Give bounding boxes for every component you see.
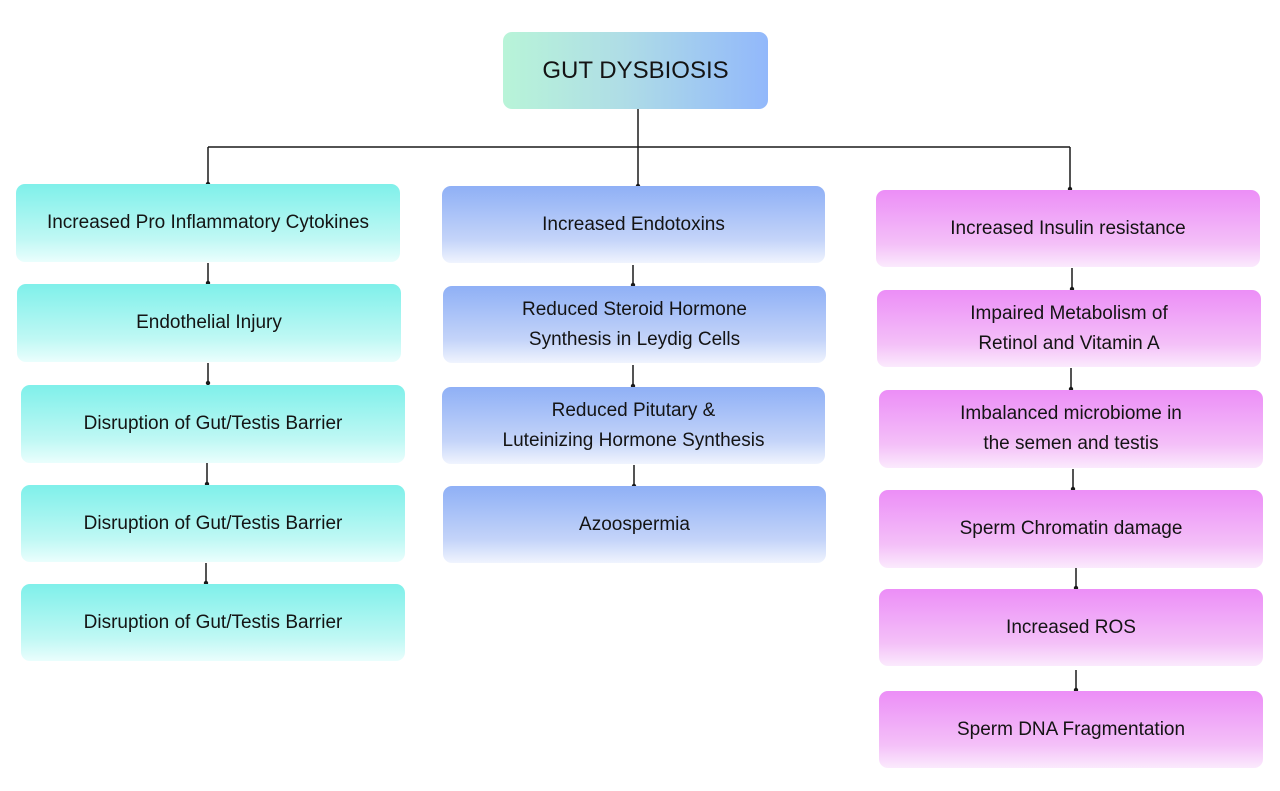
root-node-gut-dysbiosis: GUT DYSBIOSIS	[503, 32, 768, 109]
node-increased-endotoxins: Increased Endotoxins	[442, 186, 825, 263]
node-reduced-pituitary-lh-synthesis: Reduced Pitutary & Luteinizing Hormone S…	[442, 387, 825, 464]
node-gut-testis-barrier-3: Disruption of Gut/Testis Barrier	[21, 584, 405, 661]
node-increased-ros: Increased ROS	[879, 589, 1263, 666]
node-azoospermia: Azoospermia	[443, 486, 826, 563]
node-sperm-dna-fragmentation: Sperm DNA Fragmentation	[879, 691, 1263, 768]
node-pro-inflammatory-cytokines: Increased Pro Inflammatory Cytokines	[16, 184, 400, 262]
node-reduced-steroid-synthesis: Reduced Steroid Hormone Synthesis in Ley…	[443, 286, 826, 363]
node-impaired-retinol-metabolism: Impaired Metabolism of Retinol and Vitam…	[877, 290, 1261, 367]
node-sperm-chromatin-damage: Sperm Chromatin damage	[879, 490, 1263, 568]
node-endothelial-injury: Endothelial Injury	[17, 284, 401, 362]
node-gut-testis-barrier-2: Disruption of Gut/Testis Barrier	[21, 485, 405, 562]
node-gut-testis-barrier-1: Disruption of Gut/Testis Barrier	[21, 385, 405, 463]
node-insulin-resistance: Increased Insulin resistance	[876, 190, 1260, 267]
node-imbalanced-microbiome: Imbalanced microbiome in the semen and t…	[879, 390, 1263, 468]
